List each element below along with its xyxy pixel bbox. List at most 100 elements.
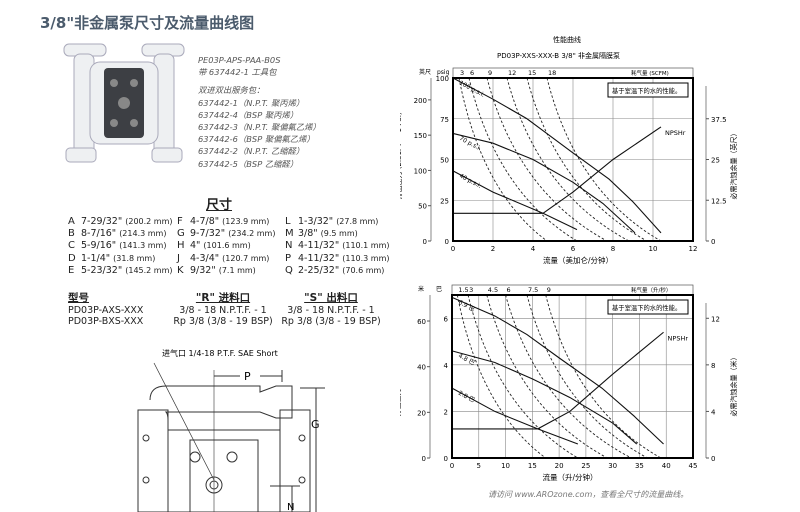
series-label: 2.8 巴 [457,390,476,404]
dimension-letter: H [177,240,185,252]
dimensions-heading: 尺寸 [206,198,233,213]
series-line-npshr [453,126,662,214]
air-consumption-curve [505,294,632,459]
series-label: 6.9 巴 [457,299,476,313]
outer-tick-label: 100 [414,167,427,175]
inlet-header: "R" 进料口 [195,292,251,304]
kit-item: 637442-6（BSP 聚偏氟乙烯） [198,134,315,145]
kit-note: 带 637442-1 工具包 [198,67,277,78]
pump-photo [63,43,185,163]
dimension-n-label: N [287,502,294,512]
air-tick-label: 6 [507,286,511,294]
dimension-inches: 4-3/4" [190,252,220,264]
y-tick-label: 4 [444,362,449,370]
outer-tick-label: 200 [414,97,427,105]
x-axis-label: 流量（美加仑/分钟） [543,255,613,265]
outer-tick-label: 50 [418,203,427,211]
service-kit-list: PE03P-APS-PAA-B0S 带 637442-1 工具包 双进双出服务包… [198,54,321,170]
series-line-40-p-s-i- [452,170,578,231]
x-tick-label: 8 [611,245,615,253]
right-tick-label: 12.5 [711,197,727,205]
outer-axis-unit: 英尺 [419,68,431,76]
air-consumption-curve [545,294,662,459]
outlet-value: 3/8 - 18 N.P.T.F. - 1 [287,304,375,316]
dimension-mm: (70.6 mm) [342,265,385,275]
footer-note: 请访问 www.AROzone.com，查看全尺寸的流量曲线。 [488,490,689,499]
right-tick-label: 12 [711,315,720,323]
outlet-header: "S" 出料口 [304,292,358,304]
air-tick-label: 7.5 [528,286,538,294]
dimension-mm: (123.9 mm) [222,217,270,226]
dimension-p-label: P [244,370,251,383]
plot-frame [451,294,694,459]
chart-title: 性能曲线 [553,35,581,44]
right-tick-label: 0 [711,238,715,246]
x-tick-label: 40 [662,462,671,470]
right-axis-label: 必需汽蚀余量（米） [729,354,738,417]
air-consumption-curve [458,77,548,242]
air-tick-label: 18 [548,69,556,77]
x-tick-label: 0 [450,462,454,470]
air-tick-label: 12 [508,69,516,77]
x-tick-label: 0 [451,245,455,253]
x-tick-label: 25 [581,462,590,470]
dimension-letter: N [285,240,293,252]
dimension-letter: B [68,228,75,240]
air-consumption-curve [486,77,608,242]
y-axis-unit: psig [437,69,450,76]
note-box [607,299,689,315]
dimension-mm: (101.6 mm) [203,241,251,251]
kit-item: 637442-5（BSP 乙缩醛） [198,158,299,169]
dimension-letter: F [177,216,183,227]
y-tick-label: 25 [440,197,449,205]
x-tick-label: 10 [501,462,510,470]
dimension-mm: (234.2 mm) [228,229,276,239]
series-line-6-9- [451,296,664,445]
dimension-letter: J [177,252,180,264]
dimension-mm: (31.8 mm) [113,253,156,263]
dimension-letter: Q [285,264,293,276]
dimension-g-label: G [311,418,320,431]
series-label: NPSHr [665,129,686,137]
dimension-inches: 5-9/16" [81,240,117,252]
kit-heading: 双进双出服务包： [198,85,265,96]
y-tick-label: 0 [444,455,448,463]
air-tick-label: 1.5 [458,286,468,294]
dimension-mm: (214.3 mm) [119,229,167,239]
kit-item: 637442-4（BSP 聚丙烯） [198,109,299,120]
pump-dimension-drawing: 进气口 1/4-18 P.T.F. SAE Short P G N [137,348,325,512]
x-tick-label: 10 [649,245,658,253]
air-tick-label: 3 [469,286,473,294]
dimension-mm: (7.1 mm) [218,265,256,275]
y-axis-label: 排出压力 [400,389,402,417]
y-tick-label: 75 [440,116,449,124]
x-tick-label: 35 [635,462,644,470]
y-tick-label: 100 [436,75,449,83]
dimension-inches: 8-7/16" [81,228,117,240]
model-value: PD03P-AXS-XXX [68,304,144,316]
outer-tick-label: 150 [414,132,427,140]
x-tick-label: 5 [477,462,481,470]
air-consumption-label: 耗气量（升/秒） [631,286,671,294]
series-line-npshr [452,331,664,430]
y-axis-label: 排出压力 (2.31FT = 1 PSI) [400,112,403,199]
plot-frame [452,77,694,242]
dimension-inches: 4-11/32" [298,240,340,252]
note-text: 基于室温下的水的性能。 [612,86,681,95]
air-consumption-curve [526,77,648,242]
dimension-letter: G [177,228,185,240]
dimension-inches: 1-1/4" [81,252,111,264]
air-tick-label: 15 [528,69,536,77]
